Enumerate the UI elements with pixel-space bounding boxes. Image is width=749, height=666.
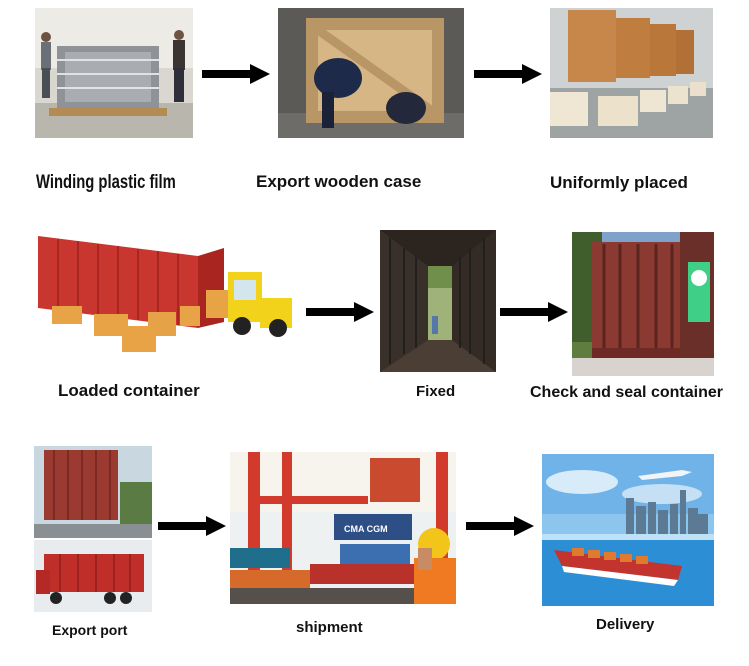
right-arrow-icon [306, 302, 374, 322]
step-label-fixed: Fixed [416, 383, 456, 400]
right-arrow-icon [500, 302, 568, 322]
svg-text:CMA CGM: CMA CGM [344, 524, 388, 534]
step-label-loaded-container: Loaded container [58, 381, 200, 400]
photo-loaded-container [38, 228, 300, 358]
photo-fixed-container-interior [380, 230, 496, 372]
step-label-uniformly-placed: Uniformly placed [550, 173, 688, 192]
step-label-export-wooden-case: Export wooden case [256, 172, 422, 191]
photo-delivery-ship-plane [542, 454, 714, 606]
photo-export-port [34, 446, 152, 612]
photo-winding-plastic-film [35, 8, 193, 138]
step-label-delivery: Delivery [596, 616, 655, 633]
photo-shipment-port-crane: CMA CGM [230, 452, 456, 604]
right-arrow-icon [158, 516, 226, 536]
right-arrow-icon [474, 64, 542, 84]
right-arrow-icon [202, 64, 270, 84]
step-label-check-and-seal-container: Check and seal container [530, 384, 723, 401]
photo-uniformly-placed [550, 8, 713, 138]
step-label-export-port: Export port [52, 622, 128, 638]
photo-check-and-seal-container [572, 232, 714, 376]
step-label-winding-plastic-film: Winding plastic film [36, 172, 176, 193]
photo-export-wooden-case [278, 8, 464, 138]
step-label-shipment: shipment [296, 619, 363, 636]
right-arrow-icon [466, 516, 534, 536]
